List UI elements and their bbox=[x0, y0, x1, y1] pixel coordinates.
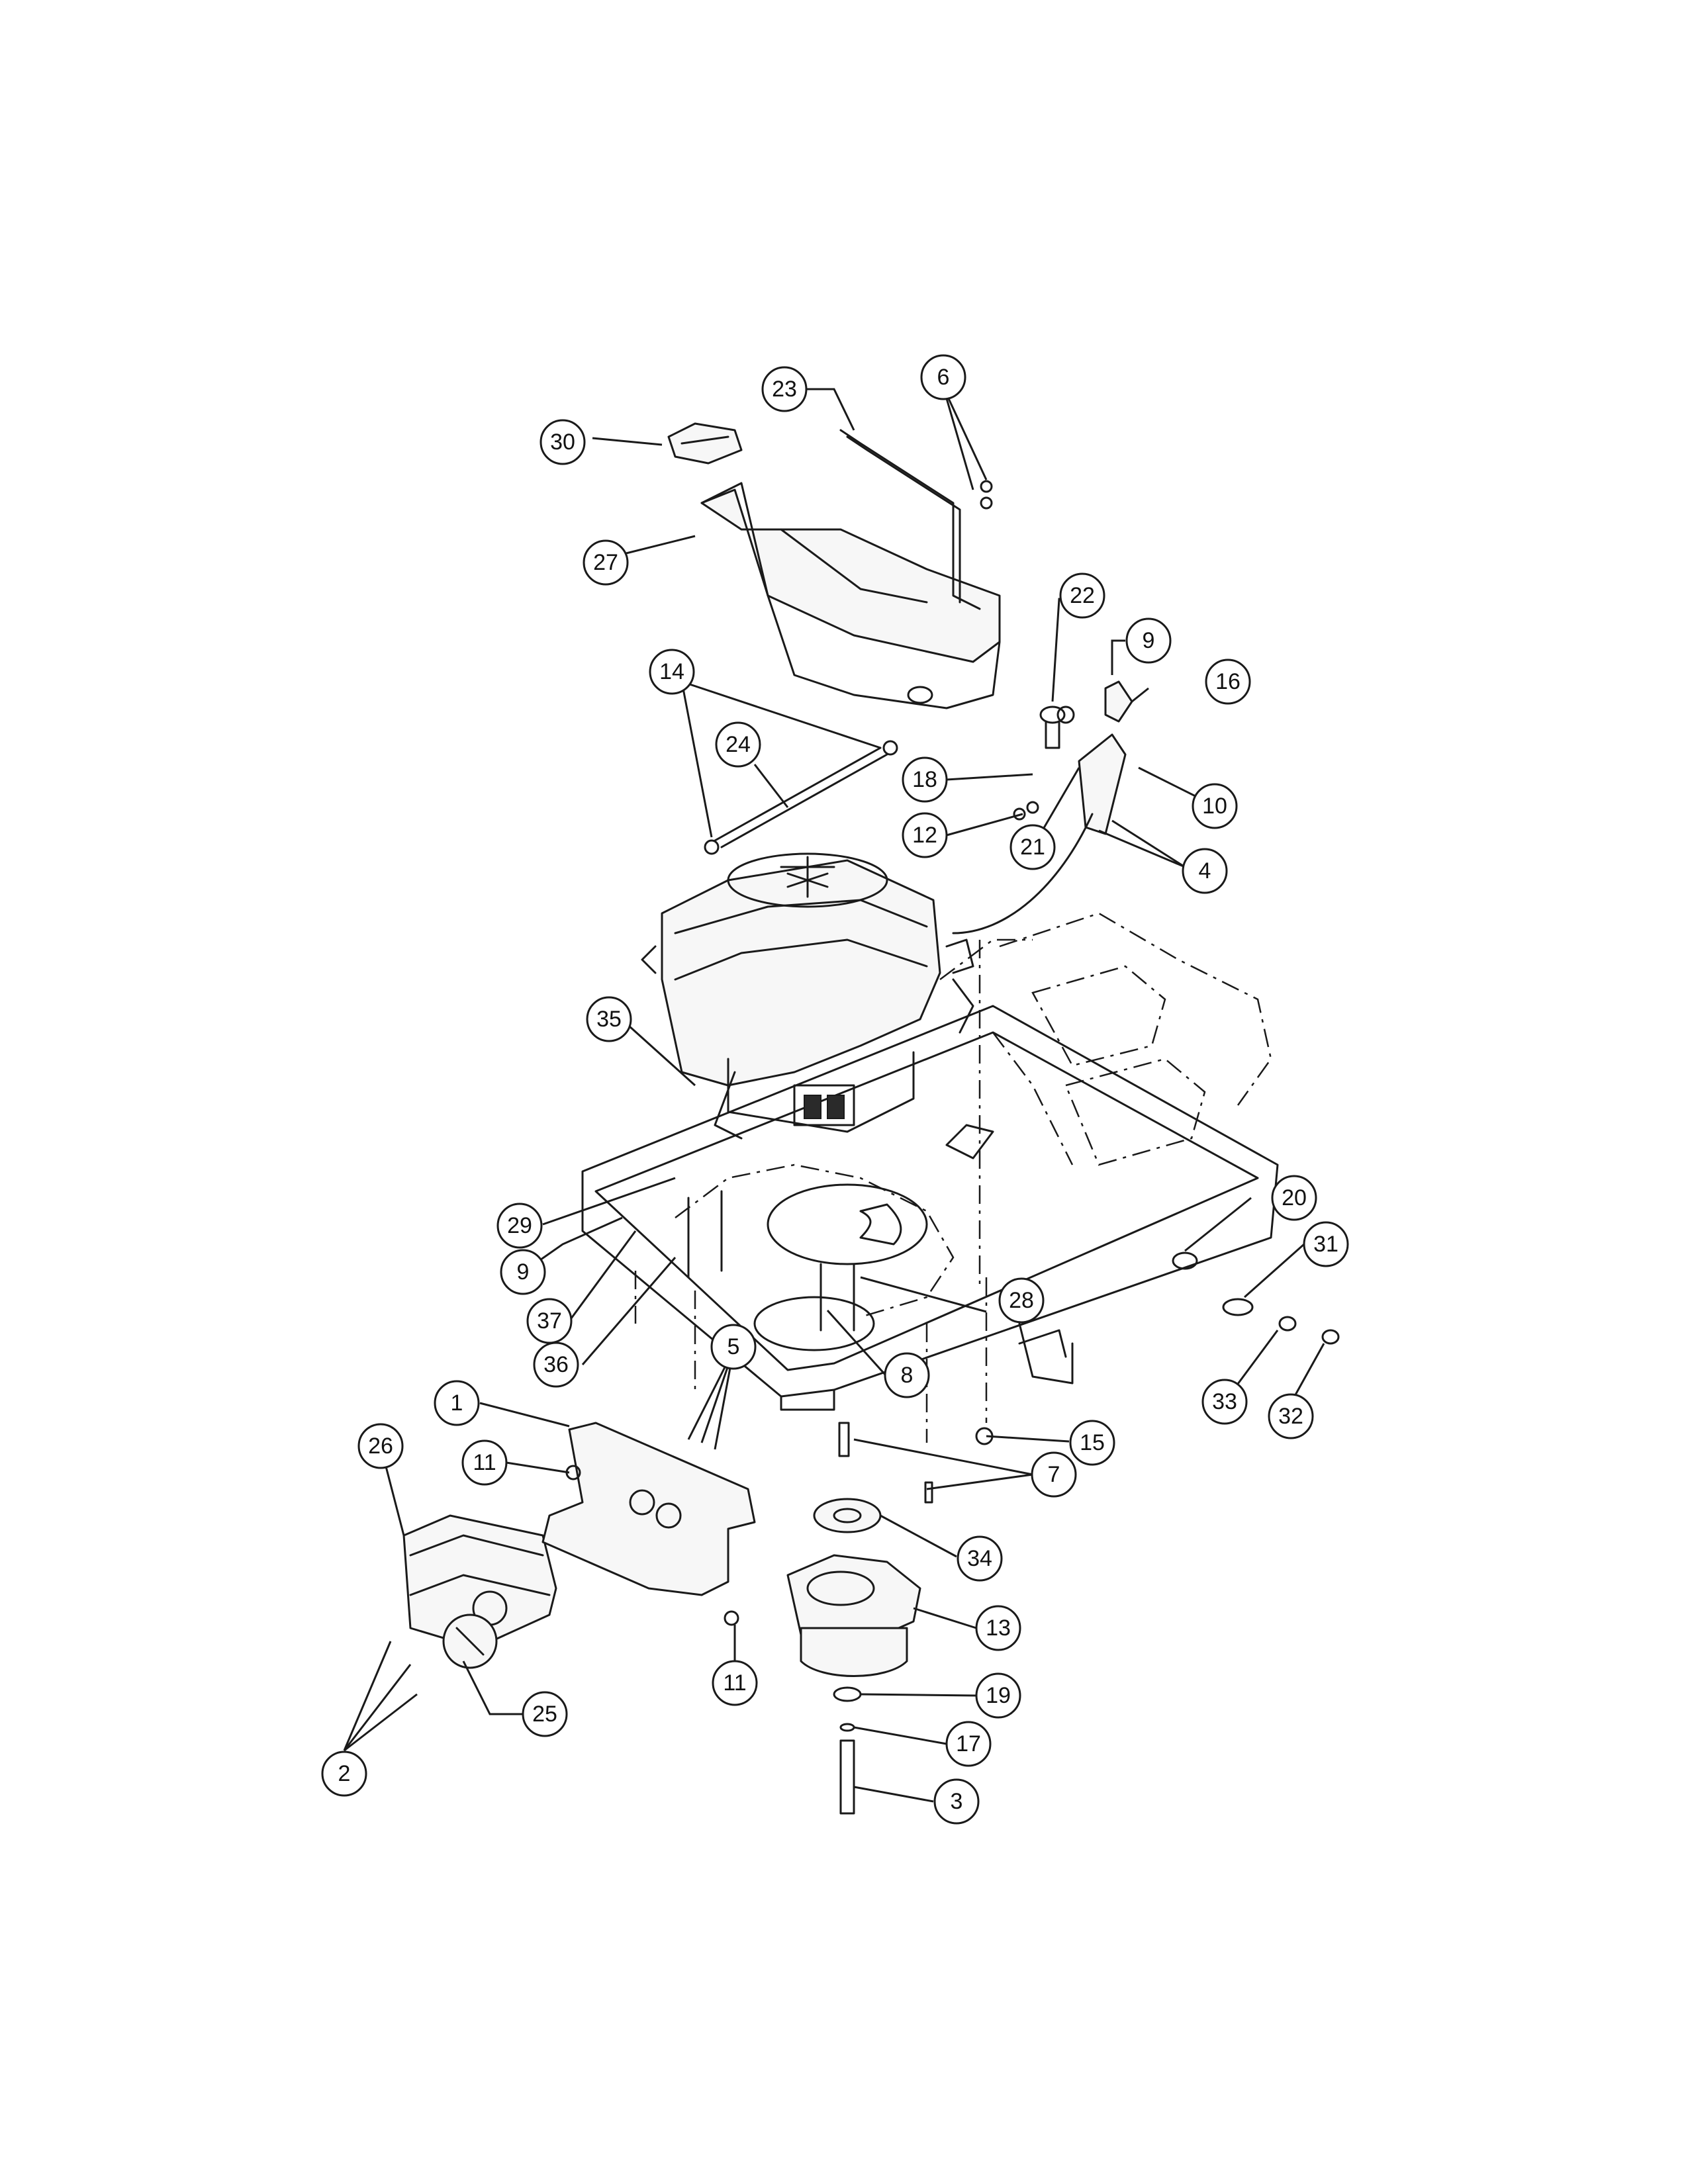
svg-text:37: 37 bbox=[537, 1308, 562, 1334]
svg-text:30: 30 bbox=[550, 430, 575, 455]
callout-36: 36 bbox=[533, 1342, 579, 1388]
callouts: 1 2 3 4 5 6 7 8 9 9 10 11 11 12 13 14 15… bbox=[321, 354, 1349, 1825]
callout-2: 2 bbox=[321, 1751, 367, 1797]
svg-text:8: 8 bbox=[901, 1363, 914, 1388]
callout-11-upper: 11 bbox=[461, 1439, 508, 1486]
svg-text:23: 23 bbox=[772, 377, 797, 402]
callout-23: 23 bbox=[761, 366, 808, 412]
callout-1: 1 bbox=[434, 1380, 480, 1426]
svg-text:36: 36 bbox=[543, 1352, 569, 1377]
callout-24: 24 bbox=[715, 721, 761, 768]
svg-text:31: 31 bbox=[1313, 1232, 1338, 1257]
svg-text:6: 6 bbox=[937, 365, 950, 390]
callout-17: 17 bbox=[945, 1721, 992, 1767]
callout-31: 31 bbox=[1303, 1221, 1349, 1267]
callout-12: 12 bbox=[902, 812, 948, 858]
heat-shield bbox=[541, 1422, 756, 1596]
svg-text:24: 24 bbox=[726, 732, 751, 757]
callout-10: 10 bbox=[1192, 783, 1238, 829]
callout-28: 28 bbox=[998, 1277, 1045, 1324]
callout-3: 3 bbox=[933, 1778, 980, 1825]
fuel-line bbox=[704, 740, 898, 855]
callout-15: 15 bbox=[1069, 1420, 1115, 1466]
callout-5: 5 bbox=[710, 1324, 757, 1370]
svg-text:26: 26 bbox=[368, 1433, 393, 1459]
callout-6: 6 bbox=[920, 354, 966, 400]
muffler bbox=[402, 1514, 557, 1649]
callout-8: 8 bbox=[884, 1352, 930, 1398]
svg-text:19: 19 bbox=[986, 1683, 1011, 1708]
callout-9-throttle: 9 bbox=[1125, 617, 1172, 664]
svg-text:25: 25 bbox=[532, 1702, 557, 1727]
svg-text:34: 34 bbox=[967, 1546, 992, 1571]
svg-text:9: 9 bbox=[517, 1259, 530, 1285]
callout-32: 32 bbox=[1268, 1393, 1314, 1439]
callout-35: 35 bbox=[586, 996, 632, 1042]
svg-text:33: 33 bbox=[1212, 1389, 1237, 1414]
callout-26: 26 bbox=[357, 1423, 404, 1469]
leader-lines bbox=[343, 387, 1325, 1803]
svg-text:11: 11 bbox=[473, 1450, 496, 1475]
fuel-tank bbox=[700, 482, 1001, 709]
svg-text:17: 17 bbox=[956, 1731, 981, 1756]
svg-text:9: 9 bbox=[1143, 628, 1155, 653]
svg-text:27: 27 bbox=[593, 550, 618, 575]
callout-11-lower: 11 bbox=[712, 1660, 758, 1706]
callout-20: 20 bbox=[1271, 1175, 1317, 1221]
callout-22: 22 bbox=[1059, 572, 1105, 619]
callout-27: 27 bbox=[583, 539, 629, 586]
svg-text:14: 14 bbox=[659, 659, 684, 684]
svg-text:11: 11 bbox=[723, 1670, 746, 1696]
engine bbox=[641, 852, 974, 1140]
callout-19: 19 bbox=[975, 1672, 1021, 1719]
svg-text:20: 20 bbox=[1282, 1185, 1307, 1210]
hardware bbox=[565, 480, 1340, 1626]
svg-text:35: 35 bbox=[596, 1007, 622, 1032]
svg-text:16: 16 bbox=[1215, 669, 1241, 694]
callout-34: 34 bbox=[957, 1535, 1003, 1582]
svg-text:28: 28 bbox=[1009, 1288, 1034, 1313]
callout-14: 14 bbox=[649, 649, 695, 695]
svg-text:18: 18 bbox=[912, 767, 937, 792]
svg-text:32: 32 bbox=[1278, 1404, 1303, 1429]
pto-clutch bbox=[786, 1498, 921, 1815]
svg-text:15: 15 bbox=[1080, 1430, 1105, 1455]
callout-7: 7 bbox=[1031, 1451, 1077, 1498]
callout-25: 25 bbox=[522, 1691, 568, 1737]
callout-37: 37 bbox=[526, 1298, 573, 1344]
svg-text:5: 5 bbox=[727, 1334, 740, 1359]
svg-text:7: 7 bbox=[1048, 1462, 1060, 1487]
muffler-guard bbox=[442, 1614, 498, 1669]
svg-text:22: 22 bbox=[1070, 583, 1095, 608]
svg-text:3: 3 bbox=[951, 1789, 963, 1814]
callout-13: 13 bbox=[975, 1605, 1021, 1651]
svg-text:2: 2 bbox=[338, 1761, 351, 1786]
svg-text:4: 4 bbox=[1199, 858, 1211, 884]
callout-21: 21 bbox=[1009, 824, 1056, 870]
callout-4: 4 bbox=[1182, 848, 1228, 894]
svg-text:29: 29 bbox=[507, 1213, 532, 1238]
svg-text:13: 13 bbox=[986, 1615, 1011, 1641]
callout-29: 29 bbox=[496, 1203, 543, 1249]
svg-text:21: 21 bbox=[1020, 835, 1045, 860]
fuel-cap bbox=[667, 422, 743, 465]
callout-30: 30 bbox=[539, 419, 586, 465]
throttle-control bbox=[952, 680, 1133, 934]
callout-9-frame: 9 bbox=[500, 1249, 546, 1295]
svg-text:12: 12 bbox=[912, 823, 937, 848]
callout-18: 18 bbox=[902, 756, 948, 803]
svg-text:1: 1 bbox=[451, 1390, 463, 1416]
vent-tube bbox=[839, 429, 981, 610]
svg-text:10: 10 bbox=[1202, 794, 1227, 819]
callout-33: 33 bbox=[1201, 1379, 1248, 1425]
callout-16: 16 bbox=[1205, 659, 1251, 705]
